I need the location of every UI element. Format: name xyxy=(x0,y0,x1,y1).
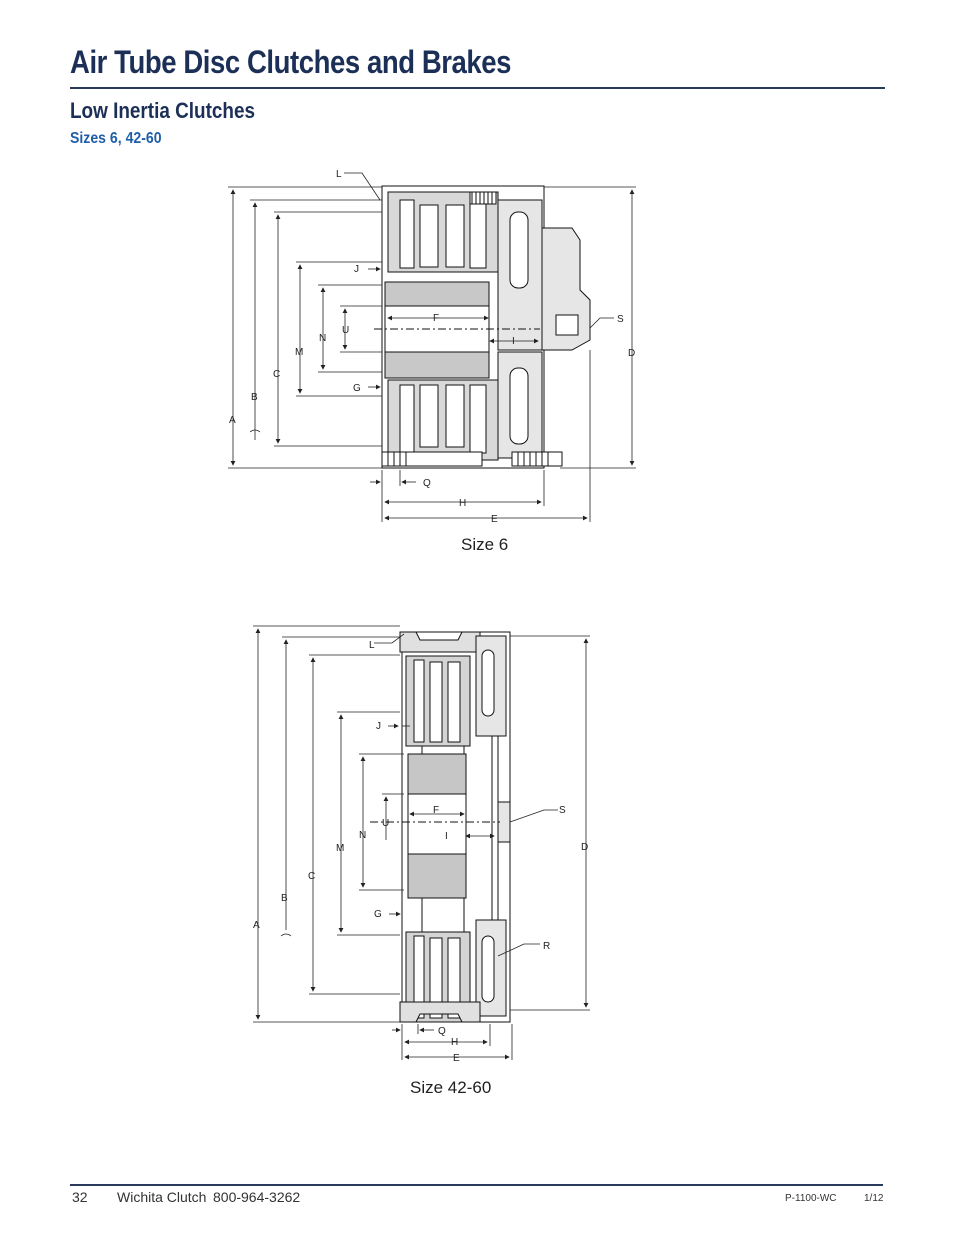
dim-label-C: C xyxy=(308,871,315,882)
footer-rule xyxy=(70,1184,883,1186)
dim-label-I: I xyxy=(445,831,448,842)
size-42-60-labels: L J F U N M C B A G I S D R Q H E xyxy=(253,640,588,1064)
dim-label-F: F xyxy=(433,313,439,324)
dim-label-U: U xyxy=(382,818,389,829)
size-42-60-clutch-body xyxy=(370,631,511,1023)
footer-date: 1/12 xyxy=(864,1193,884,1204)
dim-label-M: M xyxy=(336,843,344,854)
dim-label-Q: Q xyxy=(438,1026,446,1037)
dim-label-I: I xyxy=(512,336,515,347)
dim-label-N: N xyxy=(319,333,326,344)
dim-label-H: H xyxy=(459,498,466,509)
dim-label-A: A xyxy=(253,920,260,931)
dim-label-S: S xyxy=(559,805,566,816)
size-42-60-dimensions xyxy=(253,625,590,1060)
dim-label-G: G xyxy=(353,383,361,394)
page-title: Air Tube Disc Clutches and Brakes xyxy=(70,44,512,80)
page-number: 32 xyxy=(72,1189,88,1205)
dim-label-C: C xyxy=(273,369,280,380)
footer-company: Wichita Clutch xyxy=(117,1189,207,1205)
dim-label-A: A xyxy=(229,415,236,426)
size-6-labels: L J F U N M C B A G I S D Q H E xyxy=(229,169,635,525)
footer-doc-code: P-1100-WC xyxy=(785,1193,837,1204)
figure-caption-size-42-60: Size 42-60 xyxy=(410,1078,492,1097)
dim-label-L: L xyxy=(336,169,342,180)
section-title: Low Inertia Clutches xyxy=(70,98,256,123)
footer-phone: 800-964-3262 xyxy=(213,1189,301,1205)
dim-label-Q: Q xyxy=(423,478,431,489)
dim-label-E: E xyxy=(491,514,498,525)
dim-label-G: G xyxy=(374,909,382,920)
size-6-dimensions xyxy=(228,172,636,522)
dim-label-F: F xyxy=(433,805,439,816)
figure-caption-size-6: Size 6 xyxy=(461,535,509,554)
dim-label-L: L xyxy=(369,640,375,651)
dim-label-S: S xyxy=(617,314,624,325)
sizes-subtitle: Sizes 6, 42-60 xyxy=(70,130,162,147)
dim-label-E: E xyxy=(453,1053,460,1064)
dim-label-N: N xyxy=(359,830,366,841)
dim-label-M: M xyxy=(295,347,303,358)
dim-label-H: H xyxy=(451,1037,458,1048)
dim-label-U: U xyxy=(342,325,349,336)
dim-label-B: B xyxy=(281,893,288,904)
dim-label-B: B xyxy=(251,392,258,403)
dim-label-R: R xyxy=(543,941,550,952)
header-rule xyxy=(70,87,885,89)
size-6-clutch-body xyxy=(374,185,591,469)
dim-label-D: D xyxy=(628,348,635,359)
dim-label-D: D xyxy=(581,842,588,853)
dim-label-J: J xyxy=(376,721,381,732)
dim-label-J: J xyxy=(354,264,359,275)
